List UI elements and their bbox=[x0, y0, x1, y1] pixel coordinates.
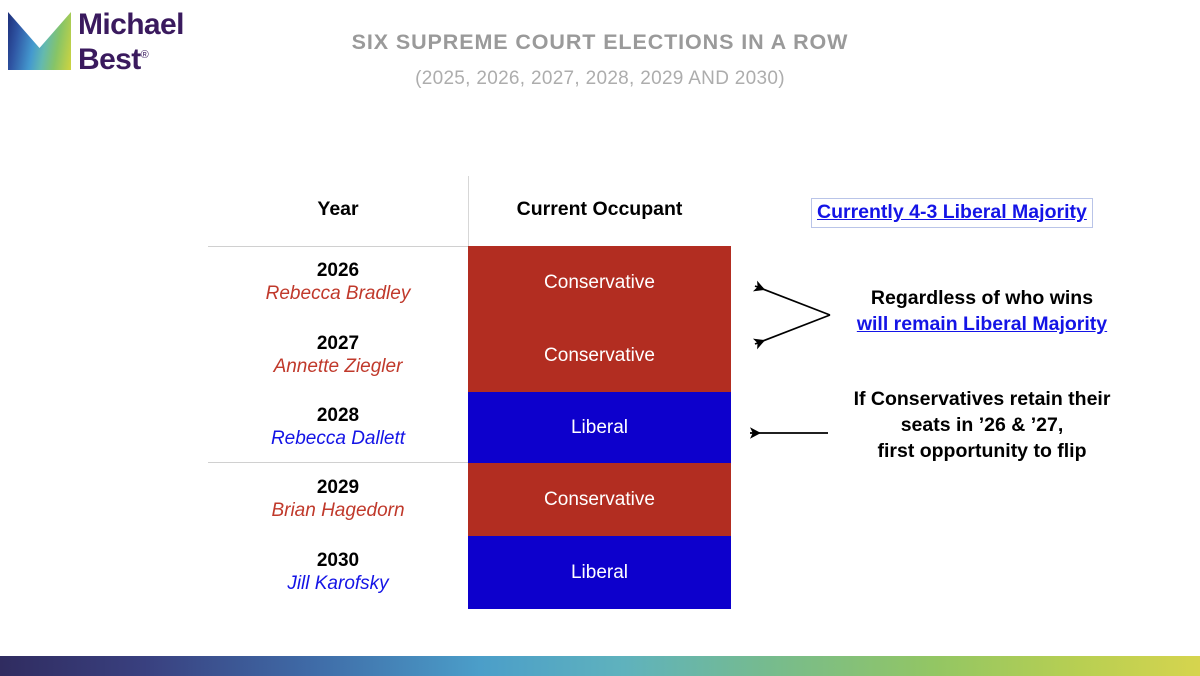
annotation-retain-line-3: first opportunity to flip bbox=[877, 440, 1087, 462]
logo-mark-icon bbox=[8, 12, 71, 70]
table-header-row: Year Current Occupant bbox=[208, 176, 731, 247]
column-header-year: Year bbox=[317, 198, 359, 220]
cell-current-occupant: Liberal bbox=[468, 392, 731, 463]
cell-current-occupant: Liberal bbox=[468, 536, 731, 609]
annotation-regardless-line-2: will remain Liberal Majority bbox=[856, 313, 1108, 335]
year-value: 2027 bbox=[316, 333, 360, 354]
annotation-retain-line-1: If Conservatives retain their bbox=[853, 388, 1111, 410]
year-value: 2028 bbox=[316, 405, 360, 426]
michael-best-logo: Michael Best® bbox=[8, 10, 208, 75]
logo-line-2: Best® bbox=[78, 40, 184, 75]
annotation-regardless-line-1: Regardless of who wins bbox=[870, 287, 1094, 309]
page-subtitle: (2025, 2026, 2027, 2028, 2029 AND 2030) bbox=[415, 68, 785, 89]
column-header-current-occupant: Current Occupant bbox=[516, 198, 683, 220]
header-horizontal-rule bbox=[208, 246, 468, 247]
justice-name: Rebecca Dallett bbox=[270, 428, 406, 449]
annotation-retain-line-2: seats in ’26 & ’27, bbox=[900, 414, 1064, 436]
cell-current-occupant: Conservative bbox=[468, 319, 731, 392]
cell-current-occupant: Conservative bbox=[468, 463, 731, 536]
header-vertical-divider bbox=[468, 176, 469, 246]
row-divider bbox=[208, 462, 468, 463]
page-title: SIX SUPREME COURT ELECTIONS IN A ROW bbox=[351, 30, 849, 54]
justice-name: Brian Hagedorn bbox=[271, 500, 405, 521]
brand-gradient-bar bbox=[0, 656, 1200, 676]
logo-line-2-text: Best bbox=[78, 43, 141, 76]
annotation-current-majority: Currently 4-3 Liberal Majority bbox=[811, 198, 1093, 228]
annotation-regardless: Regardless of who wins will remain Liber… bbox=[812, 285, 1152, 337]
year-value: 2030 bbox=[316, 550, 360, 571]
justice-name: Jill Karofsky bbox=[287, 573, 389, 594]
registered-trademark-icon: ® bbox=[140, 49, 149, 61]
logo-wordmark: Michael Best® bbox=[78, 10, 184, 75]
logo-line-1: Michael bbox=[78, 8, 184, 41]
annotation-retain-seats: If Conservatives retain their seats in ’… bbox=[812, 386, 1152, 464]
cell-current-occupant: Conservative bbox=[468, 246, 731, 319]
year-value: 2026 bbox=[316, 260, 360, 281]
justice-name: Rebecca Bradley bbox=[265, 283, 411, 304]
justice-name: Annette Ziegler bbox=[273, 356, 403, 377]
year-value: 2029 bbox=[316, 477, 360, 498]
